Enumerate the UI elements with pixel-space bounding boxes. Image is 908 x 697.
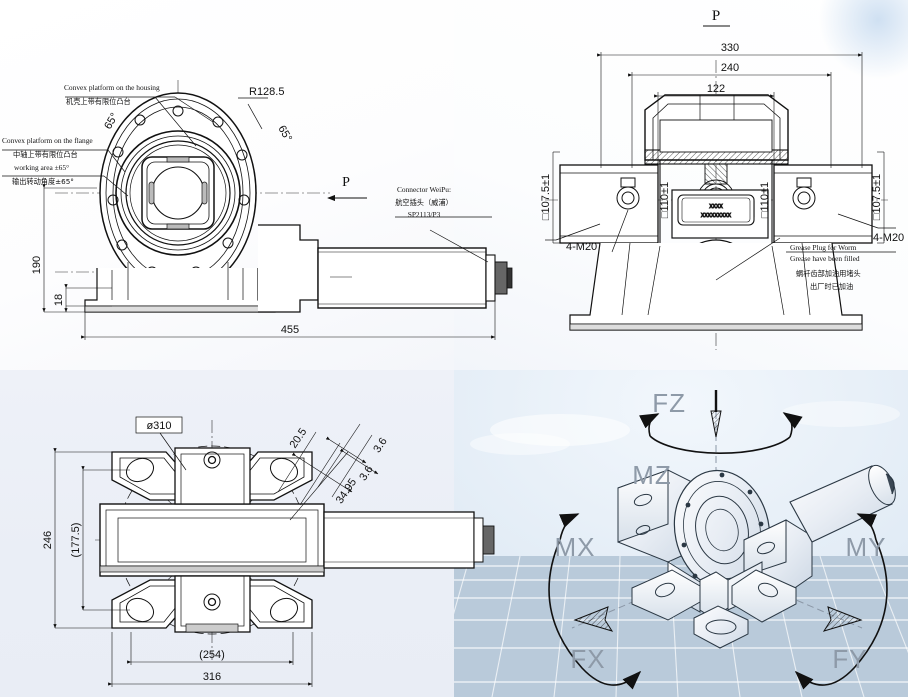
dim-width-overall-top: 246 [42,531,54,549]
dim-width-inner: 122 [707,83,725,95]
note-convex-flange-en-1: Convex platform on the flange [2,136,93,145]
dim-bolt-left: 4-M20 [566,241,597,253]
mounting-base [84,262,276,313]
note-convex-flange-en-2: working area ±65° [14,163,69,172]
nameplate [677,194,755,226]
top-view-annotations: ø310 20.5 3.6 3.6 34.95 246 (177.5) [42,416,390,687]
dim-square-right-inner: □110±1 [759,182,771,218]
note-convex-housing-en: Convex platform on the housing [64,83,160,92]
dim-radius: R128.5 [249,86,284,98]
load-diagram-drawing: FZ MZ MX MY FX FY [548,388,896,690]
force-x-arrow [573,606,614,632]
nameplate-line2: XXXXXXXXX [701,213,732,219]
dim-width-mount: 240 [721,62,739,74]
label-force-z: FZ [652,388,686,418]
dim-angle-right: 65° [275,124,294,144]
note-grease-en-2: Grease have been filled [790,254,860,263]
moment-y-arrow [794,513,888,690]
front-view-drawing [55,80,513,313]
dim-square-right-outer: □107.5±1 [871,174,883,220]
view-marker-p-front: P [342,175,350,190]
note-convex-housing-zh: 机壳上带有限位凸台 [66,97,131,106]
moment-z-arrow [639,412,803,454]
dim-width-ref: (177.5) [70,523,82,558]
dim-offset-c: 3.6 [357,464,376,483]
label-moment-z: MZ [632,460,672,490]
dim-height-overall: 190 [31,256,43,274]
note-grease-zh-2: 出厂时已加油 [810,282,853,291]
connector-leader [429,229,489,263]
note-connector-line1: Connector WeiPu: [397,185,451,194]
nameplate-line1: XXXX [709,204,723,210]
note-connector-line2: 航空插头（威浦） [395,198,453,207]
label-force-x: FX [570,644,605,674]
section-title-p: P [712,8,720,24]
note-convex-flange-zh-2: 输出转动角度±65° [12,177,74,186]
section-view-drawing: XXXX XXXXXXXXX [545,60,888,350]
note-grease-zh-1: 蜗杆齿部加油用堵头 [796,269,861,278]
note-grease-en-1: Grease Plug for Worm [790,243,857,252]
label-force-y: FY [832,644,867,674]
dim-length-overall: 455 [281,324,299,336]
dim-base-height: 18 [53,294,65,306]
note-connector-line3: SP2113/P3 [408,210,441,219]
actuator-3d [617,464,896,649]
force-y-arrow [822,606,863,632]
dim-width-overall: 330 [721,42,739,54]
dim-offset-a: 20.5 [288,426,310,450]
central-body [99,503,325,577]
label-moment-y: MY [846,532,887,562]
front-view-annotations: Convex platform on the housing 机壳上带有限位凸台… [2,83,496,340]
output-square-plate [141,156,215,230]
force-z-arrow [710,390,722,438]
dim-square-left-inner: □110±1 [659,182,671,218]
top-view-drawing [95,420,495,660]
dim-angle-dim: 34.95 [334,477,359,507]
dim-offset-b: 3.6 [371,436,390,455]
section-view-annotations: P 330 240 122 □107.5±1 □110±1 □110±1 □10 [540,8,904,291]
label-moment-x: MX [555,532,596,562]
dim-square-left-outer: □107.5±1 [540,174,552,220]
dim-bolt-circle: ø310 [146,420,171,432]
motor-assembly [258,224,513,313]
moment-x-arrow [548,513,642,690]
note-convex-flange-zh-1: 中轴上带有限位凸台 [13,150,78,159]
dim-length-overall-top: 316 [203,671,221,683]
dim-length-ref: (254) [199,649,225,661]
dim-bolt-right: 4-M20 [873,232,904,244]
